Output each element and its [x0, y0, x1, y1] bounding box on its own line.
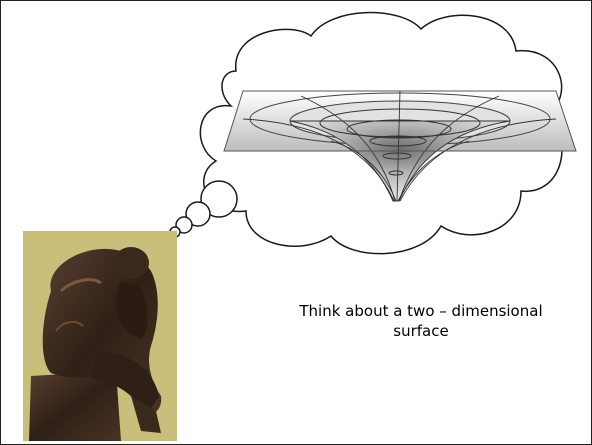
caption-line-2: surface — [393, 322, 449, 340]
caption: Think about a two – dimensional surface — [291, 301, 551, 341]
caption-line-1: Think about a two – dimensional — [299, 302, 543, 320]
thought-bubble-medium — [185, 201, 211, 227]
thought-bubble-small — [175, 216, 193, 234]
thinker-statue — [23, 231, 177, 441]
thought-bubbles — [169, 180, 238, 238]
thought-bubble-large — [200, 180, 238, 218]
curved-funnel-surface — [223, 90, 577, 202]
